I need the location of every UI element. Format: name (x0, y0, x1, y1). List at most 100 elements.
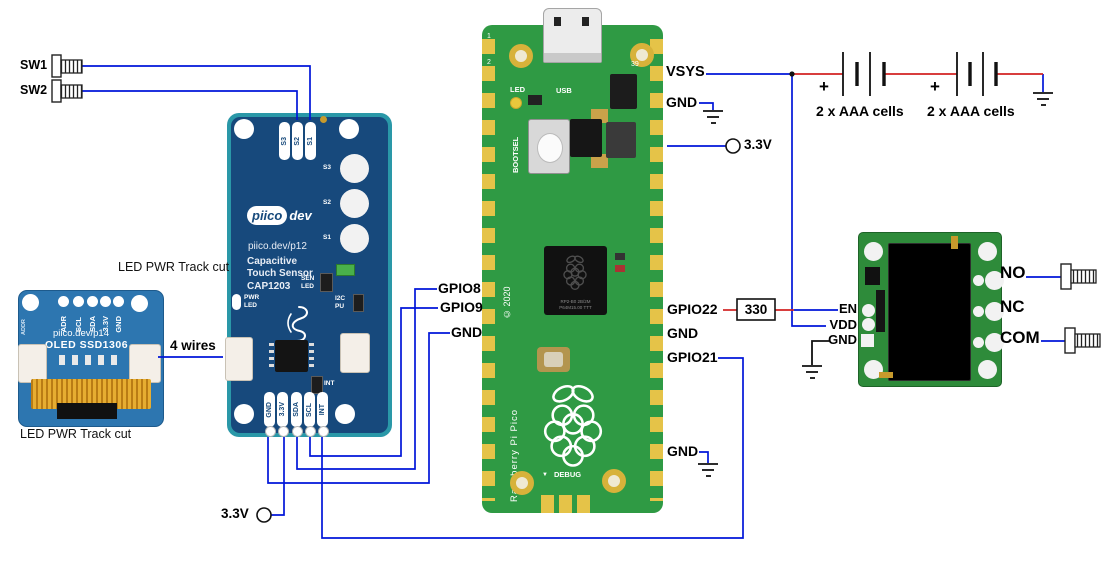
smd-component (528, 95, 542, 105)
screw-terminal-no (1060, 263, 1097, 290)
mounting-hole (22, 294, 39, 311)
led-label: LED (510, 85, 525, 94)
touch-pad-label: S1 (323, 234, 331, 241)
button-cap (537, 133, 563, 163)
touch-track-cut-note: LED PWR Track cut (118, 260, 230, 274)
i2c-pu-label: I2C PU (335, 295, 346, 310)
3v3-terminal-label: 3.3V (221, 506, 249, 521)
3v3-pico-label: 3.3V (744, 137, 772, 152)
pin-hole (292, 426, 303, 437)
debug-label: DEBUG (554, 470, 582, 479)
bottom-pin-pad: GND (264, 392, 275, 427)
copyright-text: © 2020 (502, 286, 512, 319)
pwr-led-pad (232, 294, 241, 310)
bootsel-label: BOOTSEL (511, 136, 520, 173)
chip-legs (309, 343, 314, 369)
wire-3v3-sensor (271, 437, 285, 516)
wire-gnd-bottom (699, 451, 709, 463)
no-label: NO (1000, 263, 1026, 282)
battery-symbols (842, 52, 998, 96)
com-pad (973, 337, 984, 348)
sen-led (320, 273, 333, 292)
piicodev-logo: piico dev (247, 206, 312, 225)
pin-hole (100, 296, 111, 307)
ground-symbol-pico-bottom (698, 463, 718, 477)
usb-shell-lip (544, 53, 601, 62)
touch-pad (340, 154, 369, 183)
mounting-hole (978, 360, 997, 379)
touch-pad (340, 189, 369, 218)
bottom-pin-pad: 3.3V (277, 392, 288, 427)
connector (129, 344, 161, 383)
touch-sensor-board: S3 S2 S1 S3 S2 S1 piico dev piico.dev/p1… (225, 113, 392, 437)
oled-pin-label: GND (114, 315, 123, 333)
mounting-hole (234, 119, 254, 139)
mounting-hole (864, 360, 883, 379)
gpio22-label: GPIO22 (667, 301, 718, 317)
pin-number: 39 (631, 61, 639, 68)
mounting-hole (602, 469, 626, 493)
sw2-label: SW2 (20, 83, 48, 97)
mounting-hole (335, 404, 355, 424)
gnd-top-label: GND (666, 94, 698, 110)
chip-marking: P64M15.00 TTT (559, 305, 592, 311)
int-label: INT (324, 380, 335, 387)
chip-legs (269, 343, 274, 369)
smd-component (615, 253, 625, 260)
debug-pad (559, 495, 572, 513)
usb-contact (554, 17, 561, 26)
top-pin-pad: S1 (305, 122, 316, 160)
usb-contact (582, 17, 589, 26)
connector (225, 337, 253, 381)
oled-name: OLED SSD1306 (45, 339, 129, 351)
debug-pad (541, 495, 554, 513)
green-led (336, 264, 355, 276)
smd-components (59, 355, 123, 365)
com-pad-large (985, 333, 1004, 352)
no-pad (973, 275, 984, 286)
pin-hole (265, 426, 276, 437)
gpio8-label: GPIO8 (438, 280, 481, 296)
connector (340, 333, 370, 373)
ground-symbol-relay (802, 340, 829, 379)
pin-hole (87, 296, 98, 307)
smd-component (615, 265, 625, 272)
pin-number: 1 (487, 33, 491, 40)
pwr-led-label: PWR LED (244, 294, 260, 309)
touch-pad-label: S2 (323, 199, 331, 206)
no-pad-large (985, 271, 1004, 290)
gold-via (320, 116, 327, 123)
crystal (537, 347, 570, 372)
wire-gnd-top (699, 102, 714, 110)
screw-terminal-sw1 (51, 54, 83, 78)
bottom-pin-pad: INT (317, 392, 328, 427)
debug-arrow-icon: ▼ (542, 472, 548, 478)
wire-sw1-s1 (82, 65, 311, 120)
pin-hole (73, 296, 84, 307)
gnd-bottom-label: GND (667, 443, 699, 459)
battery1-label: 2 x AAA cells (816, 103, 904, 119)
screw-terminal-sw2 (51, 79, 83, 103)
sen-led-label: SEN LED (301, 275, 315, 290)
inductor (606, 122, 636, 158)
mounting-hole (339, 119, 359, 139)
nc-label: NC (1000, 297, 1025, 316)
sw1-label: SW1 (20, 58, 48, 72)
en-pad (862, 304, 875, 317)
pin-hole (305, 426, 316, 437)
cap1203-chip (275, 340, 308, 372)
rp2040-chip: RP2-B0 2B/2M P64M15.00 TTT (544, 246, 607, 315)
relay-block (888, 243, 971, 381)
logo-pill: piico (247, 206, 288, 225)
gnd-left-label: GND (451, 324, 483, 340)
mounting-hole (510, 471, 534, 495)
capacitor (591, 154, 608, 168)
screw-terminal-com (1064, 327, 1101, 354)
relay-module-board (858, 232, 1004, 387)
gnd-mid-label: GND (667, 325, 699, 341)
battery-cell-short-plates (855, 62, 998, 86)
gpio9-label: GPIO9 (440, 299, 483, 315)
pin-hole (278, 426, 289, 437)
top-pin-pad: S2 (292, 122, 303, 160)
